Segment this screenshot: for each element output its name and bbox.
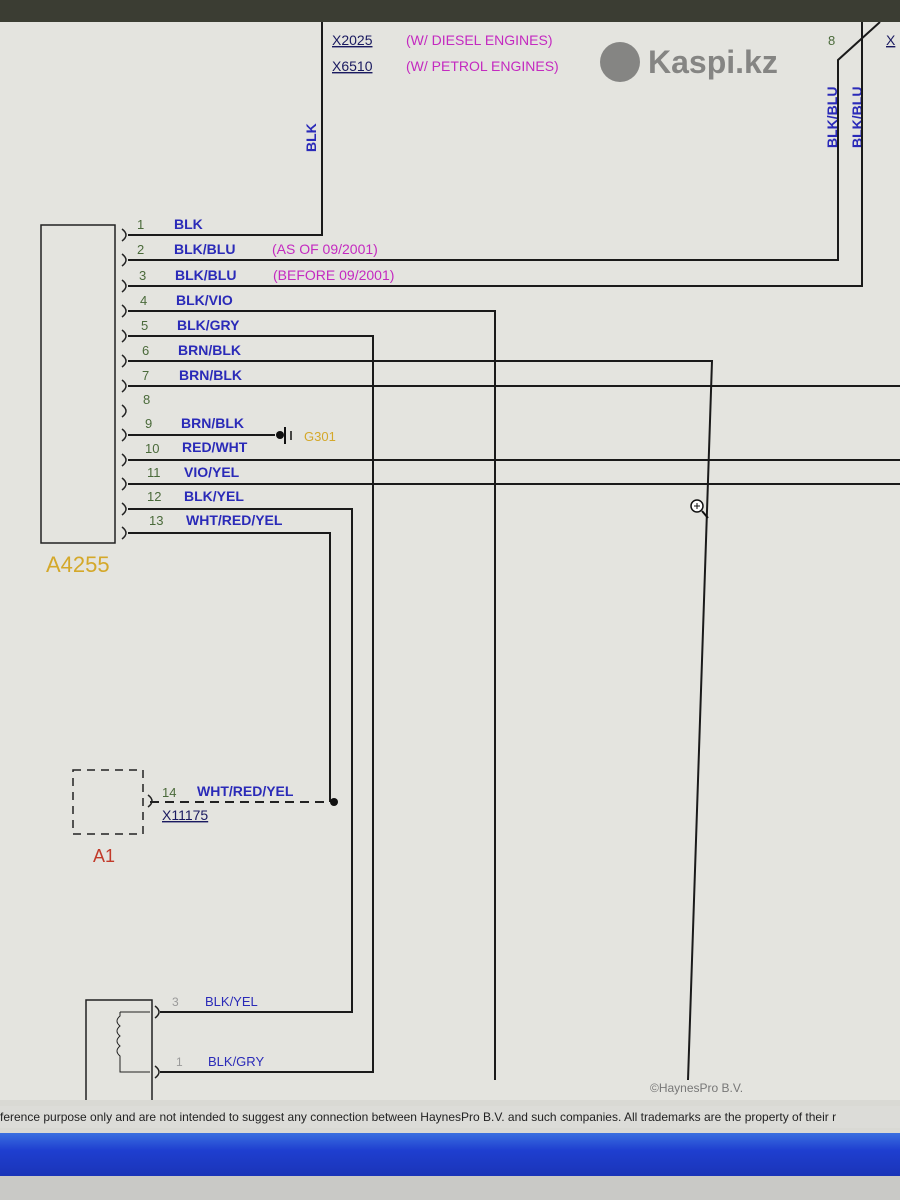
pin-wire-color: BLK/GRY [177,317,240,333]
component-a4255-box[interactable] [40,224,116,544]
window-top-edge [0,0,900,22]
taskbar [0,1133,900,1176]
pin-wire-color: BLK/BLU [174,241,235,257]
zoom-cursor-icon [690,499,709,519]
pin-number: 4 [140,293,147,308]
pin-number: 10 [145,441,159,456]
pin-number: 8 [143,392,150,407]
wire-label-blkblu-vertical-1: BLK/BLU [824,87,840,148]
screen-bezel [0,1176,900,1200]
sensor-wire-color: BLK/GRY [208,1054,264,1069]
pin-sockets [121,228,127,540]
sensor-pin-number: 1 [176,1055,183,1069]
pin-wire-color: VIO/YEL [184,464,240,480]
pin-wire-color: RED/WHT [182,439,248,455]
watermark: Kaspi.kz [600,40,805,84]
a1-wire-color: WHT/RED/YEL [197,783,294,799]
pin-wire-color: BLK/BLU [175,267,236,283]
diagram-svg: X2025 (W/ DIESEL ENGINES) X6510 (W/ PETR… [40,21,900,1100]
connector-x6510-note: (W/ PETROL ENGINES) [406,58,559,74]
pin-wire-color: BRN/BLK [178,342,241,358]
pin-wire-color: BRN/BLK [179,367,242,383]
pin-number: 12 [147,489,161,504]
copyright: ©HaynesPro B.V. [650,1081,743,1095]
pin-number: 11 [147,465,161,480]
ground-label: G301 [304,429,336,444]
connector-x11175[interactable]: X11175 [162,807,208,823]
connector-x2025-note: (W/ DIESEL ENGINES) [406,32,553,48]
ground-symbol-icon [276,427,292,444]
pin-wire-color: WHT/RED/YEL [186,512,283,528]
component-a4255-label: A4255 [46,552,110,577]
pin-number: 3 [139,268,146,283]
pin-number: 6 [142,343,149,358]
pin-note: (AS OF 09/2001) [272,241,378,257]
component-a1-label: A1 [93,846,115,866]
right-connector-pin: 8 [828,33,835,48]
pin-note: (BEFORE 09/2001) [273,267,394,283]
connector-x6510[interactable]: X6510 [332,58,373,74]
pin-number: 2 [137,242,144,257]
pin-number: 13 [149,513,163,528]
connector-x2025[interactable]: X2025 [332,32,373,48]
pin-number: 1 [137,217,144,232]
right-connector-id[interactable]: X [886,32,896,48]
pin-wire-color: BLK [174,216,203,232]
watermark-text: Kaspi.kz [648,44,778,80]
sensor-component[interactable] [85,999,160,1100]
footer-disclaimer: ference purpose only and are not intende… [0,1106,900,1128]
sensor-pin-number: 3 [172,995,179,1009]
kaspi-logo-icon [600,42,640,82]
pin-labels: 1 BLK 2 BLK/BLU (AS OF 09/2001) 3 BLK/BL… [137,216,394,528]
pin-wire-color: BLK/VIO [176,292,233,308]
pin-number: 7 [142,368,149,383]
wires [128,21,900,1081]
sensor-wire-color: BLK/YEL [205,994,258,1009]
pin-wire-color: BLK/YEL [184,488,244,504]
component-a1-box[interactable] [72,769,144,835]
pin-wire-color: BRN/BLK [181,415,244,431]
pin-number: 5 [141,318,148,333]
wire-label-blk-vertical: BLK [303,123,319,152]
pin-number: 9 [145,416,152,431]
a1-pin-number: 14 [162,785,176,800]
wiring-diagram: X2025 (W/ DIESEL ENGINES) X6510 (W/ PETR… [0,21,900,1100]
